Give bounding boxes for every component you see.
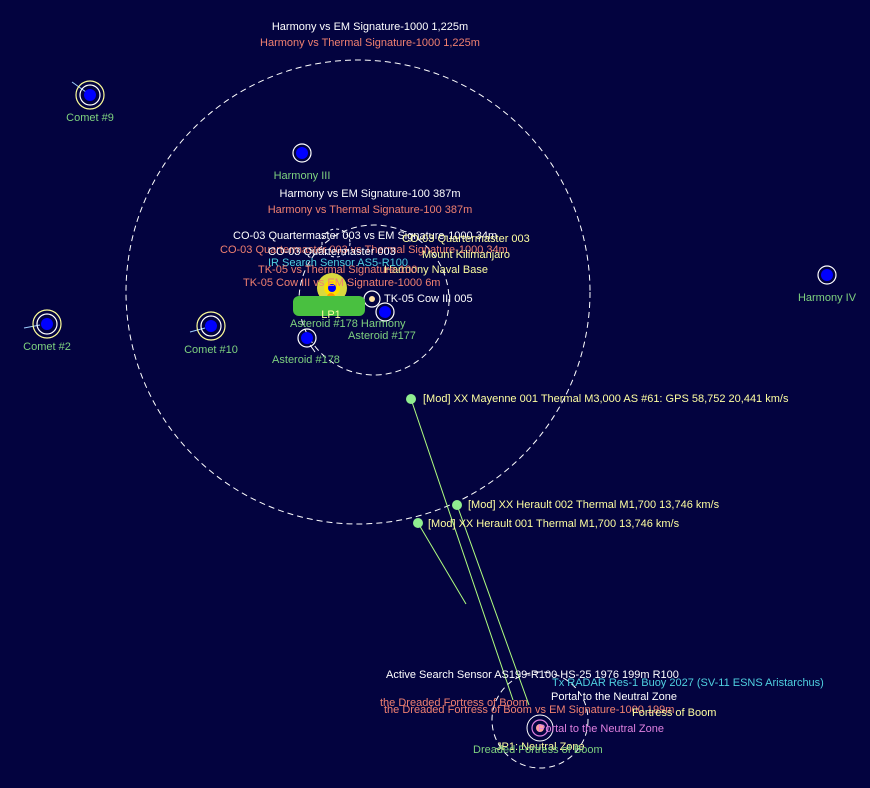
- contact-icon: [413, 518, 423, 528]
- outer-range-em-label: Harmony vs EM Signature-1000 1,225m: [272, 21, 468, 33]
- fortress-label: Dreaded Fortress of Boom: [473, 744, 603, 756]
- comet-9[interactable]: Comet #9: [66, 80, 114, 124]
- asteroid-178-label: Asteroid #178: [272, 354, 340, 366]
- naval-base-label: Harmony Naval Base: [384, 264, 488, 276]
- qm-name-label: CO-03 Quartermaster 003: [268, 246, 396, 258]
- comet-ring: [200, 315, 222, 337]
- portal-label: Portal to the Neutral Zone: [551, 691, 677, 703]
- neutral-zone-cluster[interactable]: Active Search Sensor AS199-R100 HS-25 19…: [380, 669, 824, 756]
- comet-icon: [41, 318, 53, 330]
- overlap-fortress-sig-label: the Dreaded Fortress of Boom vs EM Signa…: [384, 704, 674, 716]
- portal-waypoint-label: Portal to the Neutral Zone: [538, 723, 664, 735]
- overlap-sensor-label: IR Search Sensor AS5-R100: [268, 257, 408, 269]
- contact-herault-1[interactable]: [Mod] XX Herault 001 Thermal M1,700 13,7…: [413, 518, 680, 530]
- qm-em-label: CO-03 Quartermaster 003 vs EM Signature-…: [233, 230, 497, 242]
- harmony-iv-label: Harmony IV: [798, 292, 857, 304]
- overlap-boom-label: Fortress of Boom: [632, 707, 716, 719]
- qm-top-label: CO-03 Quartermaster 003: [402, 233, 530, 245]
- asteroid-field-icon: [293, 296, 365, 316]
- harmony-cluster[interactable]: CO-03 Quartermaster 003 vs EM Signature-…: [220, 228, 530, 330]
- contact-herault-1-label: [Mod] XX Herault 001 Thermal M1,700 13,7…: [428, 518, 680, 530]
- asteroid-178[interactable]: Asteroid #178: [272, 328, 340, 366]
- waypoint-icon: [536, 724, 544, 732]
- comet-ring: [36, 313, 58, 335]
- comet-2[interactable]: Comet #2: [23, 309, 71, 353]
- contact-mayenne-label: [Mod] XX Mayenne 001 Thermal M3,000 AS #…: [423, 393, 789, 405]
- asteroid-177[interactable]: Asteroid #177: [348, 302, 416, 342]
- inner-range-em-label: Harmony vs EM Signature-100 387m: [280, 188, 461, 200]
- moon-ring: [292, 143, 312, 163]
- overlap-red-label: TK-05 Cow III vs EM Signature-1000 6m: [243, 277, 440, 289]
- moon-ring: [817, 265, 837, 285]
- tk05-icon: [369, 296, 375, 302]
- active-sensor-label: Active Search Sensor AS199-R100 HS-25 19…: [386, 669, 679, 681]
- sensor-range-ring: [491, 671, 589, 769]
- contact-herault-2[interactable]: [Mod] XX Herault 002 Thermal M1,700 13,7…: [452, 499, 720, 511]
- asteroid-pointer: [309, 344, 316, 353]
- contact-mayenne[interactable]: [Mod] XX Mayenne 001 Thermal M3,000 AS #…: [406, 393, 789, 405]
- em-range-ring-1000: [125, 59, 591, 525]
- comet-orbit-ring: [75, 80, 105, 110]
- qm-thermal-label: CO-03 Quartermaster 003 vs Thermal Signa…: [220, 244, 508, 256]
- herault1-track: [417, 522, 467, 605]
- comet-ring: [79, 84, 101, 106]
- contact-icon: [452, 500, 462, 510]
- overlap-green-label: Asteroid #178 Harmony: [290, 318, 406, 330]
- asteroid-icon: [379, 306, 391, 318]
- comet-orbit-ring: [196, 311, 226, 341]
- waypoint-ring-inner: [531, 719, 549, 737]
- harmony-iii-label: Harmony III: [274, 170, 331, 182]
- comet-2-label: Comet #2: [23, 341, 71, 353]
- asteroid-177-label: Asteroid #177: [348, 330, 416, 342]
- outer-range-thermal-label: Harmony vs Thermal Signature-1000 1,225m: [260, 37, 480, 49]
- comet-icon: [205, 320, 217, 332]
- comet-icon: [84, 89, 96, 101]
- overlap-fortress-label: the Dreaded Fortress of Boom: [380, 697, 528, 709]
- asteroid-icon: [301, 332, 313, 344]
- qm-sensor-ring: [321, 228, 351, 258]
- moon-icon: [296, 147, 308, 159]
- tk05-label: TK-05 Cow III 005: [384, 293, 473, 305]
- overlap-tk-label: TK-05 vs Thermal Signature-100: [258, 264, 417, 276]
- jump-point-label: JP1: Neutral Zone: [496, 741, 585, 753]
- harmony-iii[interactable]: Harmony III: [274, 143, 331, 182]
- waypoint-ring-outer: [526, 714, 554, 742]
- kilimanjaro-label: Mount Kilimanjaro: [422, 249, 510, 261]
- harmony-iv[interactable]: Harmony IV: [798, 265, 857, 304]
- mayenne-track: [410, 398, 514, 701]
- moon-icon: [821, 269, 833, 281]
- inner-range-thermal-label: Harmony vs Thermal Signature-100 387m: [268, 204, 473, 216]
- comet-9-label: Comet #9: [66, 112, 114, 124]
- comet-orbit-ring: [32, 309, 62, 339]
- comet-10[interactable]: Comet #10: [184, 311, 238, 356]
- lp1-label: LP1: [321, 309, 341, 321]
- star-core-icon: [328, 284, 336, 292]
- contact-icon: [406, 394, 416, 404]
- herault2-track: [456, 504, 530, 706]
- buoy-label: Tx RADAR Res-1 Buoy 2027 (SV-11 ESNS Ari…: [552, 677, 824, 689]
- asteroid-ring: [297, 328, 317, 348]
- contact-herault-2-label: [Mod] XX Herault 002 Thermal M1,700 13,7…: [468, 499, 720, 511]
- comet-10-label: Comet #10: [184, 344, 238, 356]
- asteroid-ring: [375, 302, 395, 322]
